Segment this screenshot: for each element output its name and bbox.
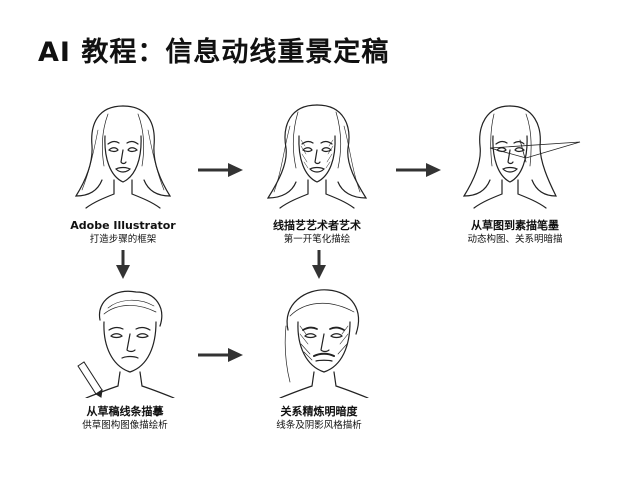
step-2-caption: 线描艺艺术者艺术 第一开笔化描绘 <box>252 219 382 246</box>
arrow-down-1-to-4 <box>116 250 130 279</box>
step-5-subtitle: 线条及阴影风格描析 <box>276 420 362 431</box>
step-4-caption: 从草稿线条描摹 供草图构图像描绘析 <box>60 405 190 432</box>
step-5-panel <box>270 286 374 398</box>
arrow-down-2-to-5 <box>312 250 326 279</box>
step-2-title: 线描艺艺术者艺术 <box>273 219 361 232</box>
arrow-right-2-to-3 <box>396 163 441 177</box>
arrow-right-1-to-2 <box>198 163 243 177</box>
step-5-caption: 关系精炼明暗度 线条及阴影风格描析 <box>254 405 384 432</box>
male-portrait-sketch-1 <box>77 290 175 398</box>
female-portrait-sketch-1 <box>74 105 172 209</box>
step-4-subtitle: 供草图构图像描绘析 <box>82 420 168 431</box>
step-2-subtitle: 第一开笔化描绘 <box>283 234 351 245</box>
step-2-panel <box>262 100 372 210</box>
arrow-right-4-to-5 <box>198 348 243 362</box>
step-4-panel <box>76 286 180 398</box>
step-1-panel <box>68 100 178 210</box>
step-1-subtitle: 打造步骤的框架 <box>89 234 157 245</box>
step-5-title: 关系精炼明暗度 <box>280 405 358 418</box>
step-1-title: Adobe Illustrator <box>70 219 176 232</box>
step-3-title: 从草图到素描笔墨 <box>471 219 559 232</box>
page-title: AI 教程：信息动线重景定稿 <box>38 37 390 68</box>
step-3-panel <box>460 100 585 210</box>
step-3-subtitle: 动态构图、关系明暗描 <box>467 234 563 245</box>
female-portrait-sketch-2 <box>266 104 368 209</box>
male-portrait-sketch-2 <box>279 289 369 398</box>
female-portrait-sketch-3 <box>462 105 581 209</box>
step-4-title: 从草稿线条描摹 <box>86 405 164 418</box>
step-1-caption: Adobe Illustrator 打造步骤的框架 <box>58 219 188 246</box>
step-3-caption: 从草图到素描笔墨 动态构图、关系明暗描 <box>450 219 580 246</box>
